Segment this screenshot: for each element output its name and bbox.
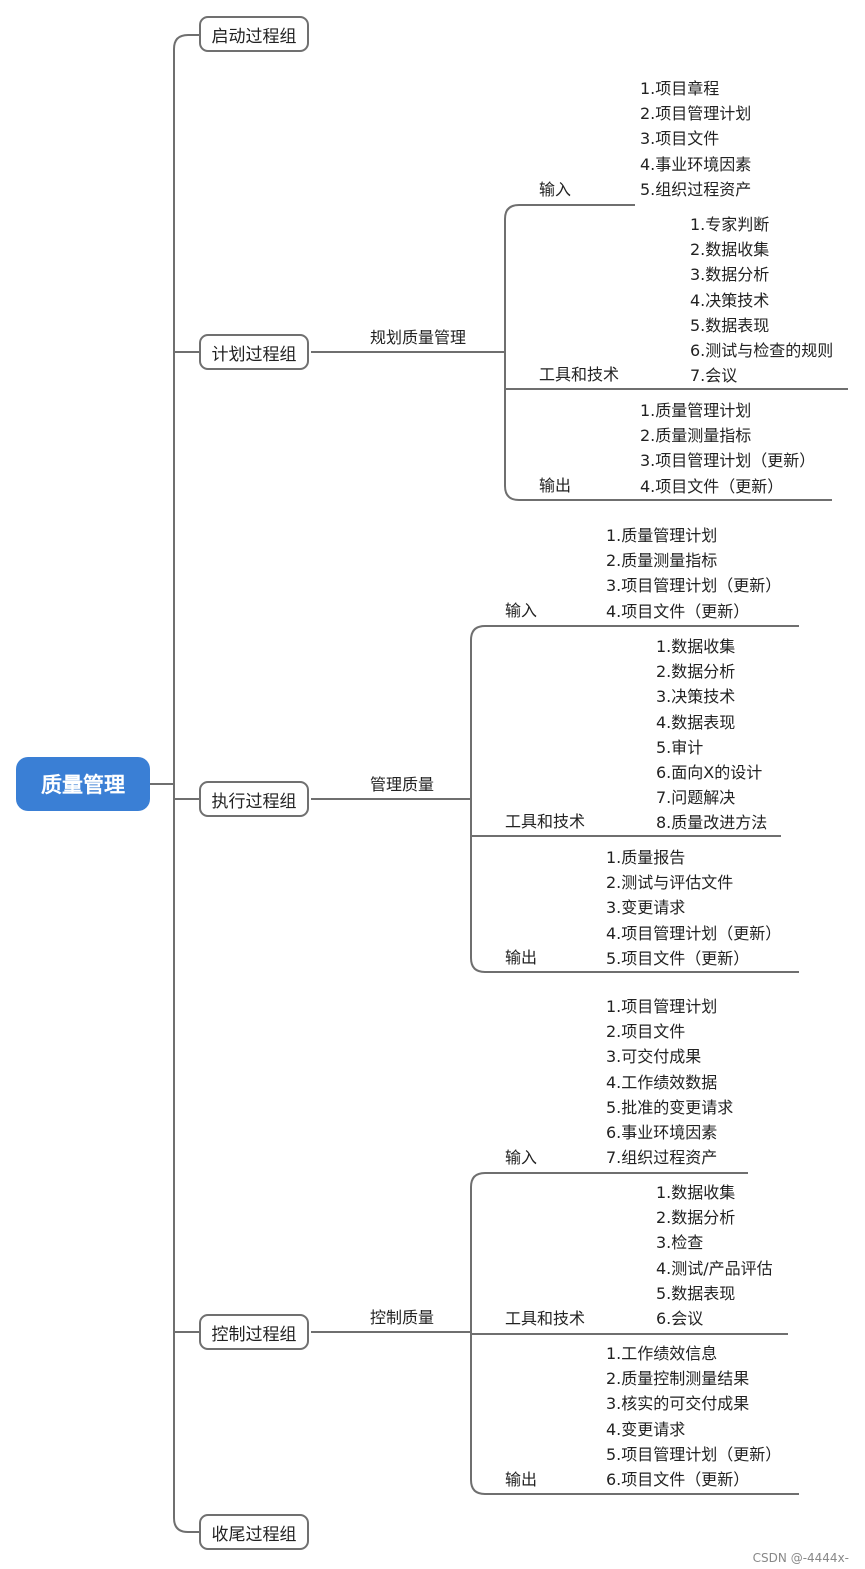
phase-executing[interactable]: 执行过程组: [199, 781, 309, 817]
list-item: 6.面向X的设计: [656, 762, 763, 782]
list-item: 4.项目文件（更新）: [606, 601, 750, 621]
list-item: 1.项目管理计划: [606, 997, 718, 1016]
list-item: 2.项目管理计划: [640, 104, 752, 124]
list-item: 1.项目章程: [640, 79, 720, 98]
list-item: 7.会议: [690, 366, 738, 386]
list-item: 1.数据收集: [656, 1183, 736, 1202]
list-item: 7.问题解决: [656, 788, 736, 808]
list-item: 3.核实的可交付成果: [606, 1394, 750, 1414]
list-item: 8.质量改进方法: [656, 813, 768, 833]
list-item: 3.项目文件: [640, 129, 720, 149]
watermark: CSDN @-4444x-: [752, 1551, 849, 1565]
list-item: 5.组织过程资产: [640, 179, 752, 199]
list-item: 2.质量测量指标: [606, 551, 718, 571]
list-item: 4.测试/产品评估: [656, 1258, 773, 1278]
control-output-list: 1.工作绩效信息 2.质量控制测量结果 3.核实的可交付成果 4.变更请求 5.…: [606, 1341, 781, 1492]
list-item: 5.审计: [656, 737, 704, 757]
list-item: 5.数据表现: [690, 315, 770, 335]
control-output-label: 输出: [505, 1470, 538, 1489]
manage-tools-list: 1.数据收集 2.数据分析 3.决策技术 4.数据表现 5.审计 6.面向X的设…: [656, 634, 767, 836]
list-item: 2.质量测量指标: [640, 426, 752, 446]
list-item: 3.决策技术: [656, 687, 736, 707]
list-item: 7.组织过程资产: [606, 1148, 718, 1168]
list-item: 2.项目文件: [606, 1022, 686, 1042]
list-item: 5.项目文件（更新）: [606, 948, 750, 968]
manage-input-list: 1.质量管理计划 2.质量测量指标 3.项目管理计划（更新） 4.项目文件（更新…: [606, 523, 781, 624]
plan-tools-list: 1.专家判断 2.数据收集 3.数据分析 4.决策技术 5.数据表现 6.测试与…: [690, 212, 833, 388]
phase-initiating[interactable]: 启动过程组: [199, 16, 309, 52]
list-item: 3.变更请求: [606, 898, 686, 918]
list-item: 3.项目管理计划（更新）: [640, 451, 816, 471]
list-item: 3.检查: [656, 1233, 704, 1253]
list-item: 4.数据表现: [656, 712, 736, 732]
list-item: 6.会议: [656, 1308, 704, 1328]
phase-controlling[interactable]: 控制过程组: [199, 1314, 309, 1350]
manage-tools-label: 工具和技术: [505, 812, 586, 831]
plan-input-label: 输入: [539, 180, 572, 199]
list-item: 2.数据收集: [690, 240, 770, 260]
control-input-label: 输入: [505, 1148, 538, 1167]
list-item: 5.批准的变更请求: [606, 1097, 734, 1117]
root-node[interactable]: 质量管理: [16, 757, 150, 811]
manage-input-label: 输入: [505, 601, 538, 620]
list-item: 2.质量控制测量结果: [606, 1369, 750, 1389]
list-item: 3.数据分析: [690, 265, 770, 285]
list-item: 5.数据表现: [656, 1283, 736, 1303]
list-item: 1.数据收集: [656, 637, 736, 656]
list-item: 3.可交付成果: [606, 1047, 702, 1067]
list-item: 3.项目管理计划（更新）: [606, 576, 782, 596]
manage-output-list: 1.质量报告 2.测试与评估文件 3.变更请求 4.项目管理计划（更新） 5.项…: [606, 845, 781, 971]
plan-input-list: 1.项目章程 2.项目管理计划 3.项目文件 4.事业环境因素 5.组织过程资产: [640, 76, 751, 202]
list-item: 6.项目文件（更新）: [606, 1469, 750, 1489]
control-input-list: 1.项目管理计划 2.项目文件 3.可交付成果 4.工作绩效数据 5.批准的变更…: [606, 994, 733, 1170]
plan-output-label: 输出: [539, 476, 572, 495]
list-item: 4.事业环境因素: [640, 154, 752, 174]
phase-closing[interactable]: 收尾过程组: [199, 1514, 309, 1550]
process-control-quality[interactable]: 控制质量: [370, 1308, 435, 1327]
list-item: 1.工作绩效信息: [606, 1344, 718, 1363]
control-tools-label: 工具和技术: [505, 1309, 586, 1328]
list-item: 6.测试与检查的规则: [690, 340, 834, 360]
control-tools-list: 1.数据收集 2.数据分析 3.检查 4.测试/产品评估 5.数据表现 6.会议: [656, 1180, 773, 1331]
plan-tools-label: 工具和技术: [539, 365, 620, 384]
manage-output-label: 输出: [505, 948, 538, 967]
process-plan-quality[interactable]: 规划质量管理: [370, 328, 467, 347]
phase-planning[interactable]: 计划过程组: [199, 334, 309, 370]
list-item: 6.事业环境因素: [606, 1122, 718, 1142]
list-item: 1.质量管理计划: [640, 401, 752, 420]
list-item: 2.数据分析: [656, 1208, 736, 1228]
list-item: 2.测试与评估文件: [606, 873, 734, 893]
list-item: 2.数据分析: [656, 662, 736, 682]
plan-output-list: 1.质量管理计划 2.质量测量指标 3.项目管理计划（更新） 4.项目文件（更新…: [640, 398, 815, 499]
list-item: 4.项目管理计划（更新）: [606, 923, 782, 943]
list-item: 4.项目文件（更新）: [640, 476, 784, 496]
list-item: 1.专家判断: [690, 215, 770, 234]
list-item: 1.质量管理计划: [606, 526, 718, 545]
list-item: 5.项目管理计划（更新）: [606, 1444, 782, 1464]
list-item: 4.变更请求: [606, 1419, 686, 1439]
list-item: 4.决策技术: [690, 290, 770, 310]
list-item: 4.工作绩效数据: [606, 1072, 718, 1092]
process-manage-quality[interactable]: 管理质量: [370, 775, 435, 794]
list-item: 1.质量报告: [606, 848, 686, 867]
